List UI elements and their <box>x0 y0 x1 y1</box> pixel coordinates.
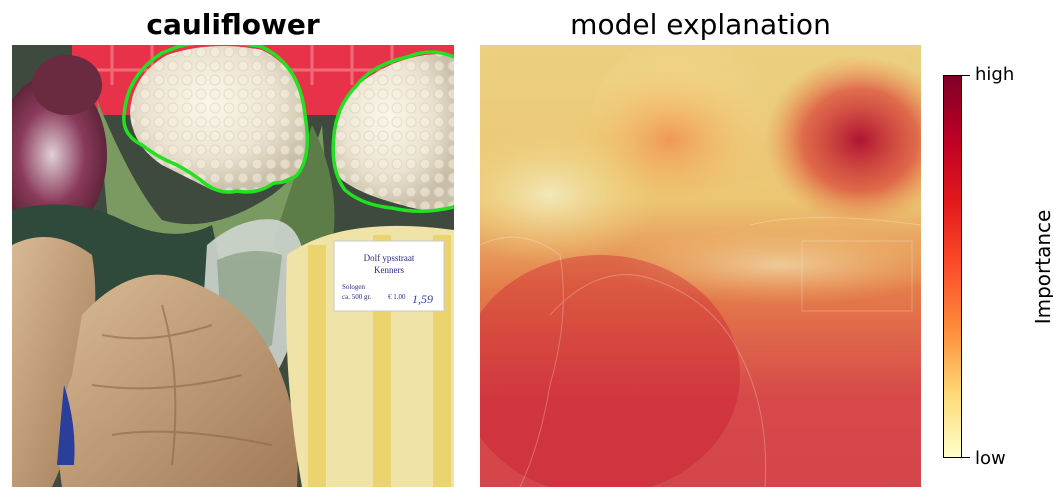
heatmap-overlay <box>480 45 921 487</box>
colorbar-high-tick <box>962 75 970 76</box>
colorbar-low-tick <box>962 457 970 458</box>
original-photo: Dolf ypsstraat Kenners Sologen ca. 500 g… <box>12 45 454 487</box>
label-line3: Sologen <box>342 283 365 291</box>
colorbar-high-label: high <box>975 64 1015 85</box>
importance-colorbar <box>943 75 962 458</box>
label-line1: Dolf ypsstraat <box>364 253 415 263</box>
label-line5: € 1.00 <box>388 293 406 301</box>
label-price: 1,59 <box>412 292 433 306</box>
colorbar-low-label: low <box>975 448 1006 469</box>
segmentation-outline <box>122 45 454 213</box>
original-image: Dolf ypsstraat Kenners Sologen ca. 500 g… <box>12 45 454 487</box>
explanation-image-title: model explanation <box>570 8 831 41</box>
label-line4: ca. 500 gr. <box>342 293 371 301</box>
label-line2: Kenners <box>374 265 404 275</box>
explanation-heatmap <box>480 45 921 487</box>
original-image-title: cauliflower <box>146 8 320 41</box>
colorbar-axis-label: Importance <box>1031 209 1053 325</box>
